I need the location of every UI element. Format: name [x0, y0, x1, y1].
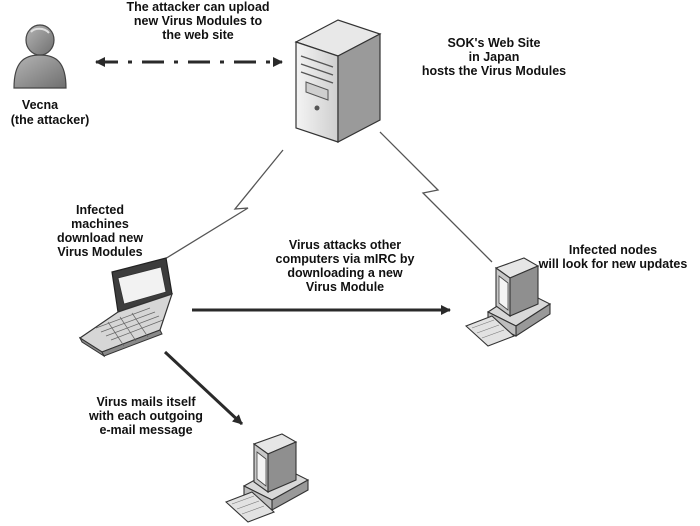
mirc-edge-label: Virus attacks other computers via mIRC b…	[275, 238, 415, 294]
attacker-name: Vecna	[21, 98, 59, 112]
email-edge-label: Virus mails itself with each outgoing e-…	[89, 395, 203, 437]
attacker-role: (the attacker)	[10, 113, 90, 127]
desktop-computer-icon	[224, 433, 310, 523]
desktop-computer-icon	[464, 257, 552, 347]
email-spread-arrow	[163, 350, 244, 426]
person-icon	[13, 24, 67, 89]
lightning-link-icon	[159, 149, 284, 263]
laptop-icon	[78, 257, 173, 358]
server-label: SOK's Web Site in Japan hosts the Virus …	[421, 36, 567, 78]
infected-nodes-label: Infected nodes will look for new updates	[538, 243, 688, 271]
server-tower-icon	[294, 19, 382, 143]
infected-machines-label: Infected machines download new Virus Mod…	[56, 203, 144, 259]
lightning-link-icon	[379, 131, 493, 263]
upload-edge-label: The attacker can upload new Virus Module…	[126, 0, 270, 42]
